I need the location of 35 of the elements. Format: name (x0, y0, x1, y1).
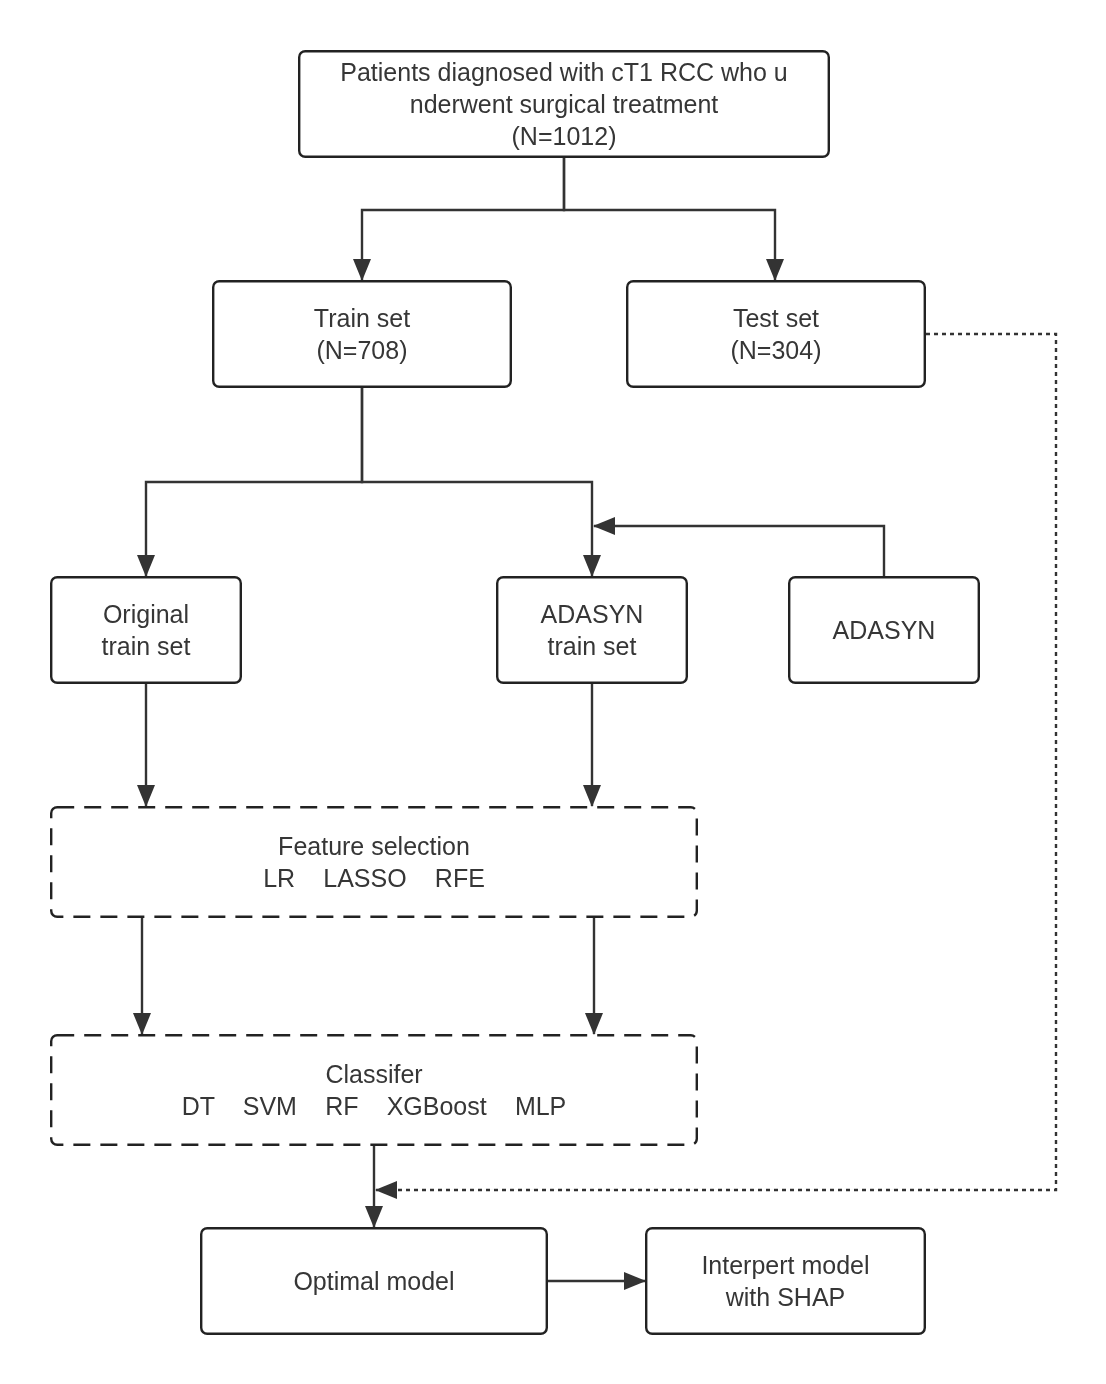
box-label: Optimal model (293, 1266, 455, 1297)
arrow (360, 388, 601, 577)
box-label: ADASYN train set (539, 599, 645, 662)
process-box (496, 576, 688, 684)
process-box (645, 1227, 926, 1335)
box-label: Classifer (325, 1059, 423, 1090)
arrow (133, 918, 151, 1035)
dashed-process-box (50, 1034, 698, 1146)
box-sublabel: (N=1012) (511, 121, 617, 152)
process-box (626, 280, 926, 388)
arrow (365, 1146, 383, 1228)
arrow (548, 1272, 646, 1290)
process-box (50, 576, 242, 684)
dashed-arrow (375, 332, 1058, 1199)
box-sublabel: LR LASSO RFE (263, 863, 485, 894)
arrow (562, 158, 784, 281)
process-box (788, 576, 980, 684)
process-box (200, 1227, 548, 1335)
box-sublabel: (N=708) (316, 335, 408, 366)
box-label: ADASYN (832, 615, 936, 646)
box-label: Train set (313, 303, 411, 334)
process-box (298, 50, 830, 158)
box-sublabel: (N=304) (730, 335, 822, 366)
process-box (212, 280, 512, 388)
dashed-process-box (50, 806, 698, 918)
box-label: Test set (732, 303, 820, 334)
box-label: Interpert model with SHAP (700, 1250, 871, 1313)
arrow (137, 684, 155, 807)
box-sublabel: DT SVM RF XGBoost MLP (181, 1091, 567, 1122)
box-label: Original train set (100, 599, 192, 662)
box-label: Feature selection (278, 831, 470, 862)
arrow (593, 517, 886, 576)
arrow (583, 684, 601, 807)
arrow (585, 918, 603, 1035)
box-label: Patients diagnosed with cT1 RCC who u nderwent surgical treatment (339, 57, 789, 120)
